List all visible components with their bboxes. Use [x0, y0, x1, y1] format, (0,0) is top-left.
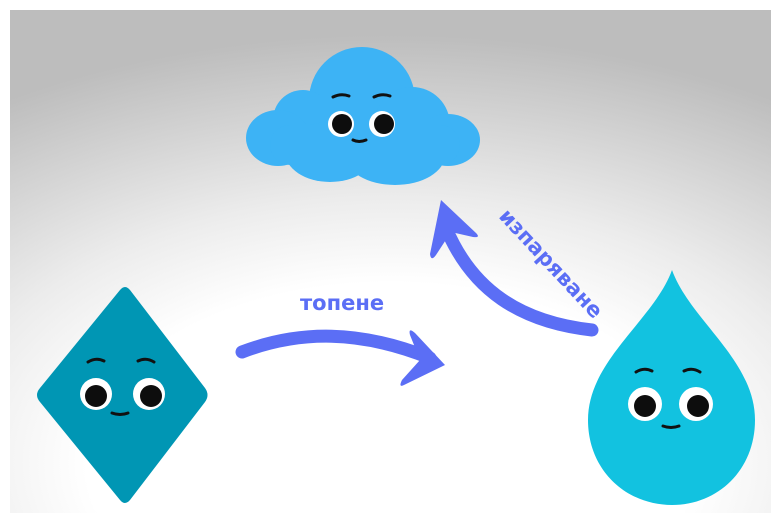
- cloud-body: [246, 47, 480, 185]
- drop-character: [588, 270, 755, 505]
- melting-label: топене: [300, 291, 384, 315]
- ice-body: [37, 287, 208, 503]
- melting-arrow-head: [400, 330, 445, 385]
- ice-character: [37, 287, 208, 503]
- melting-arrow: [242, 330, 445, 385]
- melting-arrow-shaft: [242, 336, 430, 358]
- water-cycle-diagram: топене изпаряване: [10, 10, 771, 513]
- diagram-canvas: топене изпаряване: [10, 10, 771, 513]
- cloud-character: [246, 47, 480, 185]
- drop-body: [588, 270, 755, 505]
